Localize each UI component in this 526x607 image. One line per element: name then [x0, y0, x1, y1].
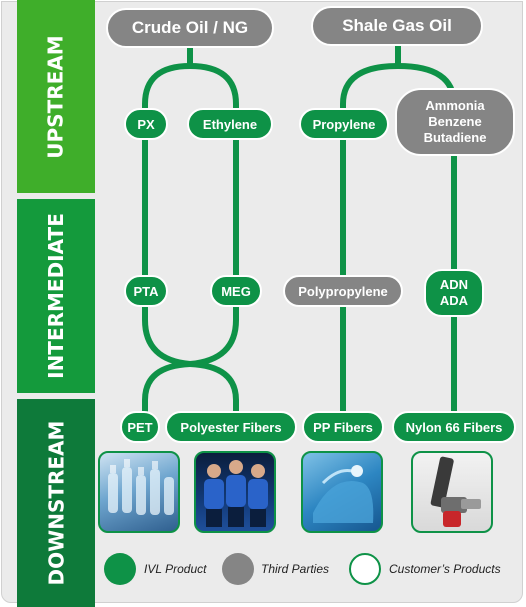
seatbelt-photo	[411, 451, 493, 533]
legend-ivl-label: IVL Product	[144, 562, 207, 576]
legend-ivl-swatch	[104, 553, 136, 585]
product-ada: ADA	[439, 293, 469, 308]
seatbelt-illustration	[430, 456, 481, 527]
product-pta: PTA	[124, 275, 168, 307]
source-crude-oil: Crude Oil / NG	[106, 8, 274, 48]
product-pet: PET	[120, 411, 160, 443]
third-party-inputs: Ammonia Benzene Butadiene	[395, 88, 515, 156]
pet-bottles-photo	[98, 451, 180, 533]
athletes-illustration	[204, 460, 268, 527]
third-party-butadiene: Butadiene	[423, 130, 487, 145]
third-party-benzene: Benzene	[428, 114, 482, 129]
source-shale-gas: Shale Gas Oil	[311, 6, 483, 46]
legend-third-swatch	[222, 553, 254, 585]
product-polypropylene: Polypropylene	[283, 275, 403, 307]
product-polyester-fibers: Polyester Fibers	[165, 411, 297, 443]
product-meg: MEG	[210, 275, 262, 307]
legend-third-label: Third Parties	[261, 562, 330, 576]
bottles-illustration	[108, 459, 174, 515]
crude-split-line	[142, 62, 239, 126]
intermediate-band: INTERMEDIATE	[17, 199, 95, 393]
medical-pp-photo	[301, 451, 383, 533]
downstream-band: DOWNSTREAM	[17, 399, 95, 607]
product-ethylene: Ethylene	[187, 108, 273, 140]
sports-apparel-photo	[194, 451, 276, 533]
third-party-ammonia: Ammonia	[425, 98, 485, 113]
legend-customer-swatch	[349, 553, 381, 585]
product-adn-ada: ADN ADA	[424, 269, 484, 317]
product-propylene: Propylene	[299, 108, 389, 140]
merge-split-line	[142, 361, 193, 431]
product-px: PX	[124, 108, 168, 140]
merge-polyester-line	[187, 361, 239, 431]
legend-customer-label: Customer’s Products	[389, 562, 501, 576]
surgical-gown-illustration	[313, 465, 374, 523]
product-nylon-fibers: Nylon 66 Fibers	[392, 411, 516, 443]
upstream-band: UPSTREAM	[17, 0, 95, 193]
product-pp-fibers: PP Fibers	[302, 411, 384, 443]
product-adn: ADN	[439, 277, 469, 292]
